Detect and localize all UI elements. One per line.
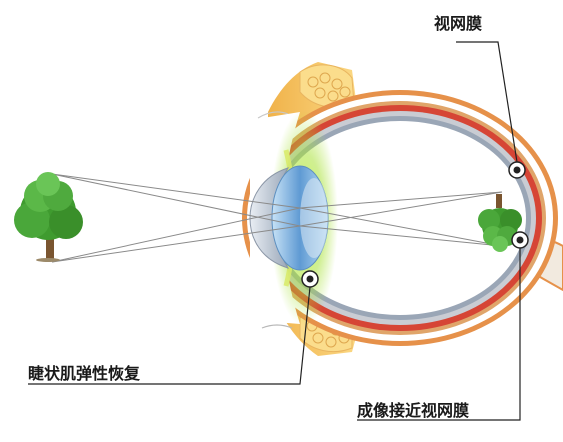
tree-icon	[14, 172, 83, 262]
image-near-retina-label: 成像接近视网膜	[357, 401, 470, 420]
leader-lines	[28, 41, 521, 421]
light-rays	[51, 173, 503, 263]
retina-marker-icon	[508, 161, 526, 179]
retina-label: 视网膜	[434, 14, 483, 33]
inverted-tree-icon	[478, 194, 522, 252]
image-marker-icon	[511, 231, 529, 249]
ciliary-muscle-label: 睫状肌弹性恢复	[28, 364, 141, 383]
ciliary-marker-icon	[301, 270, 319, 288]
